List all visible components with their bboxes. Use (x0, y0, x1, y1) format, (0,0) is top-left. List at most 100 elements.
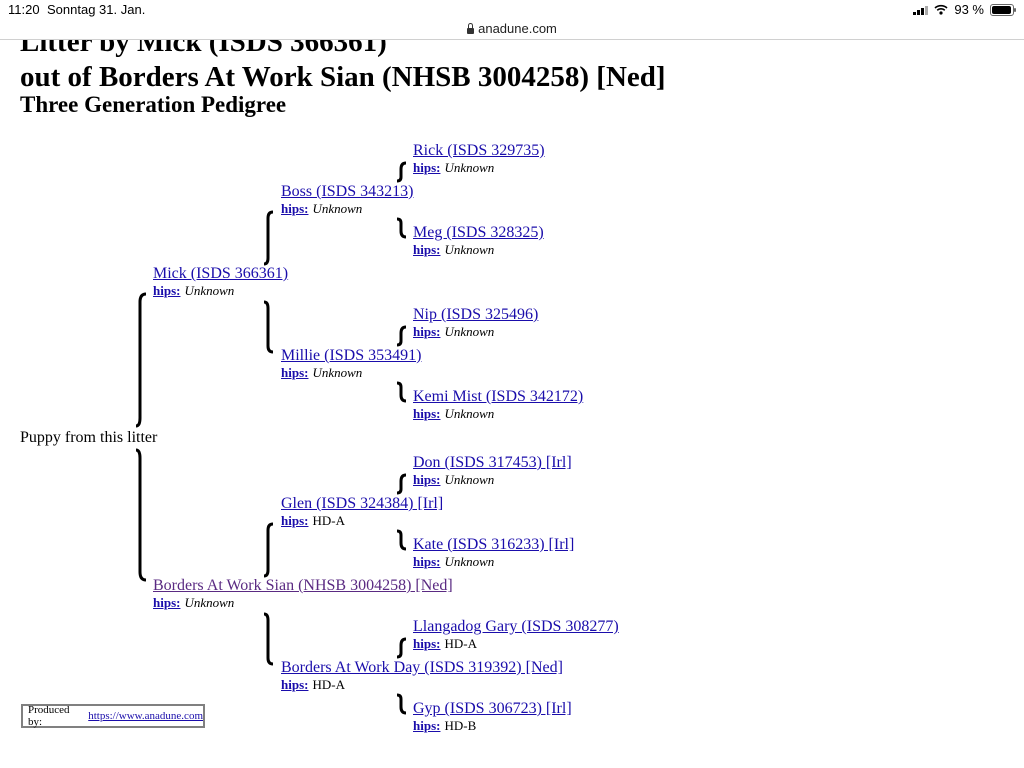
url-domain[interactable]: anadune.com (478, 21, 557, 36)
address-bar[interactable]: anadune.com (0, 18, 1024, 40)
hips-value: HD-B (444, 718, 477, 733)
pedigree-dam: Borders At Work Sian (NHSB 3004258) [Ned… (153, 577, 453, 610)
hips-value: Unknown (444, 554, 495, 569)
lock-icon (467, 22, 475, 34)
hips-value: Unknown (444, 242, 495, 257)
hips-value: HD-A (444, 636, 477, 651)
sd-sire-link[interactable]: Nip (ISDS 325496) (413, 306, 539, 323)
brace-millie-nip (396, 325, 407, 347)
battery-percent: 93 % (954, 2, 984, 17)
hips-link[interactable]: hips: (413, 324, 441, 339)
dam-link[interactable]: Borders At Work Sian (NHSB 3004258) [Ned… (153, 577, 453, 594)
page-content: Litter by Mick (ISDS 366361) out of Bord… (0, 40, 1024, 768)
dam-dam-link[interactable]: Borders At Work Day (ISDS 319392) [Ned] (281, 659, 563, 676)
hips-value: HD-A (312, 513, 345, 528)
hips-row: hips:Unknown (281, 365, 421, 380)
dam-sire-link[interactable]: Glen (ISDS 324384) [Irl] (281, 495, 444, 512)
pedigree-sd-dam: Kemi Mist (ISDS 342172) hips:Unknown (413, 388, 583, 421)
hips-link[interactable]: hips: (413, 636, 441, 651)
hips-value: Unknown (184, 283, 235, 298)
dd-sire-link[interactable]: Llangadog Gary (ISDS 308277) (413, 618, 619, 635)
hips-row: hips:HD-A (281, 513, 443, 528)
pedigree-ss-dam: Meg (ISDS 328325) hips:Unknown (413, 224, 544, 257)
sire-sire-link[interactable]: Boss (ISDS 343213) (281, 183, 414, 200)
hips-row: hips:Unknown (413, 554, 574, 569)
pedigree-dam-sire: Glen (ISDS 324384) [Irl] hips:HD-A (281, 495, 443, 528)
brace-millie-kemi (396, 381, 407, 403)
hips-row: hips:Unknown (153, 283, 288, 298)
pedigree-dam-dam: Borders At Work Day (ISDS 319392) [Ned] … (281, 659, 563, 692)
wifi-icon (934, 4, 948, 15)
brace-boss-meg (396, 217, 407, 239)
pedigree-sire-dam: Millie (ISDS 353491) hips:Unknown (281, 347, 421, 380)
ss-sire-link[interactable]: Rick (ISDS 329735) (413, 142, 545, 159)
hips-link[interactable]: hips: (413, 554, 441, 569)
hips-link[interactable]: hips: (413, 242, 441, 257)
pedigree-sire: Mick (ISDS 366361) hips:Unknown (153, 265, 288, 298)
hips-row: hips:Unknown (413, 324, 538, 339)
ds-sire-link[interactable]: Don (ISDS 317453) [Irl] (413, 454, 572, 471)
hips-link[interactable]: hips: (281, 201, 309, 216)
brace-day-gary (396, 637, 407, 659)
sire-dam-link[interactable]: Millie (ISDS 353491) (281, 347, 422, 364)
hips-row: hips:Unknown (413, 242, 544, 257)
hips-row: hips:HD-A (413, 636, 619, 651)
ss-dam-link[interactable]: Meg (ISDS 328325) (413, 224, 544, 241)
hips-link[interactable]: hips: (281, 677, 309, 692)
hips-row: hips:Unknown (153, 595, 453, 610)
hips-value: Unknown (184, 595, 235, 610)
hips-link[interactable]: hips: (413, 472, 441, 487)
brace-puppy-sire (136, 292, 147, 428)
brace-day-gyp (396, 693, 407, 715)
hips-value: Unknown (312, 365, 363, 380)
pedigree-dd-dam: Gyp (ISDS 306723) [Irl] hips:HD-B (413, 700, 572, 733)
brace-sian-day (264, 612, 274, 666)
battery-fill (992, 5, 1011, 14)
ds-dam-link[interactable]: Kate (ISDS 316233) [Irl] (413, 536, 575, 553)
brace-sian-glen (264, 522, 274, 578)
dd-dam-link[interactable]: Gyp (ISDS 306723) [Irl] (413, 700, 572, 717)
hips-row: hips:Unknown (413, 160, 545, 175)
pedigree-sire-sire: Boss (ISDS 343213) hips:Unknown (281, 183, 413, 216)
brace-mick-millie (264, 300, 274, 354)
hips-link[interactable]: hips: (413, 406, 441, 421)
brace-glen-don (396, 473, 407, 495)
produced-by-link[interactable]: https://www.anadune.com (88, 710, 203, 722)
pedigree-sd-sire: Nip (ISDS 325496) hips:Unknown (413, 306, 538, 339)
hips-link[interactable]: hips: (413, 718, 441, 733)
puppy-label: Puppy from this litter (20, 429, 158, 446)
hips-value: Unknown (444, 472, 495, 487)
hips-row: hips:HD-A (281, 677, 563, 692)
page-subtitle: Three Generation Pedigree (20, 92, 287, 117)
brace-puppy-dam (136, 448, 147, 582)
pedigree-ds-dam: Kate (ISDS 316233) [Irl] hips:Unknown (413, 536, 574, 569)
pedigree-dd-sire: Llangadog Gary (ISDS 308277) hips:HD-A (413, 618, 619, 651)
brace-boss-rick (396, 161, 407, 183)
hips-row: hips:Unknown (413, 472, 572, 487)
page-title-line2: out of Borders At Work Sian (NHSB 300425… (20, 61, 666, 93)
brace-glen-kate (396, 529, 407, 551)
pedigree-ss-sire: Rick (ISDS 329735) hips:Unknown (413, 142, 545, 175)
brace-mick-boss (264, 210, 274, 266)
cellular-signal-icon (913, 5, 929, 15)
hips-row: hips:HD-B (413, 718, 572, 733)
hips-link[interactable]: hips: (153, 595, 181, 610)
hips-link[interactable]: hips: (153, 283, 181, 298)
hips-link[interactable]: hips: (281, 365, 309, 380)
produced-by-box: Produced by: https://www.anadune.com (21, 704, 205, 728)
sd-dam-link[interactable]: Kemi Mist (ISDS 342172) (413, 388, 584, 405)
status-icons: 93 % (913, 2, 1016, 17)
clock: 11:20 (8, 2, 40, 17)
date: Sonntag 31. Jan. (47, 2, 146, 17)
status-bar: 11:20 Sonntag 31. Jan. 93 % (0, 0, 1024, 20)
hips-link[interactable]: hips: (281, 513, 309, 528)
hips-row: hips:Unknown (281, 201, 413, 216)
page-title-line1: Litter by Mick (ISDS 366361) (20, 40, 387, 58)
battery-icon (990, 3, 1016, 16)
hips-value: Unknown (312, 201, 363, 216)
sire-link[interactable]: Mick (ISDS 366361) (153, 265, 289, 282)
hips-row: hips:Unknown (413, 406, 583, 421)
hips-value: Unknown (444, 324, 495, 339)
hips-value: Unknown (444, 406, 495, 421)
hips-link[interactable]: hips: (413, 160, 441, 175)
